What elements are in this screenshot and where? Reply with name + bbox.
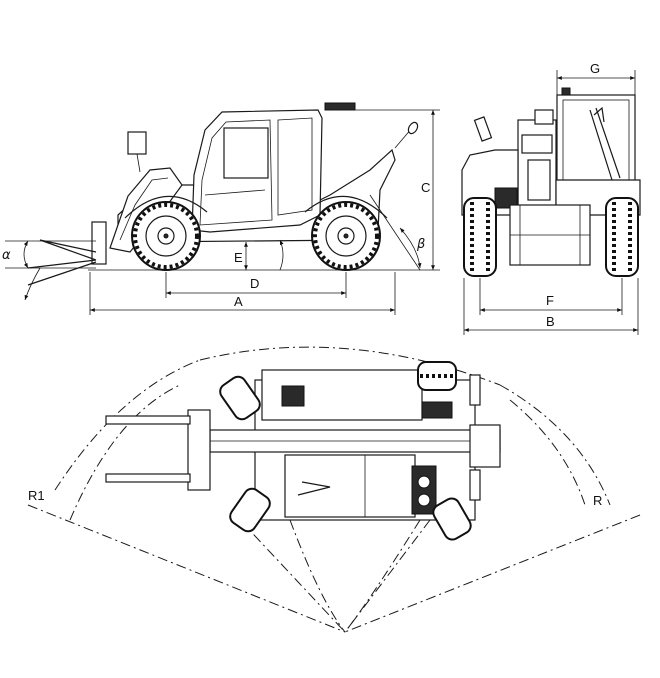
label-B: B — [546, 314, 555, 329]
top-view-fork-lower — [105, 473, 191, 483]
top-view-fork-upper — [105, 415, 191, 425]
front-view — [461, 70, 641, 335]
front-view-right-tire — [605, 197, 639, 277]
side-view — [5, 102, 440, 315]
forks — [27, 239, 97, 286]
top-view — [27, 346, 641, 633]
front-view-left-tire — [463, 197, 497, 277]
label-alpha: α — [2, 248, 11, 263]
label-beta: β — [416, 237, 425, 252]
label-R: R — [593, 493, 602, 508]
top-view-carriage — [187, 409, 211, 491]
rear-wheel — [311, 201, 381, 271]
label-G: G — [590, 61, 600, 76]
label-D: D — [250, 276, 259, 291]
label-C: C — [421, 180, 430, 195]
fork-carriage — [91, 221, 107, 265]
label-F: F — [546, 293, 554, 308]
label-A: A — [234, 294, 243, 309]
label-R1: R1 — [28, 488, 45, 503]
label-E: E — [234, 250, 243, 265]
front-wheel — [131, 201, 201, 271]
